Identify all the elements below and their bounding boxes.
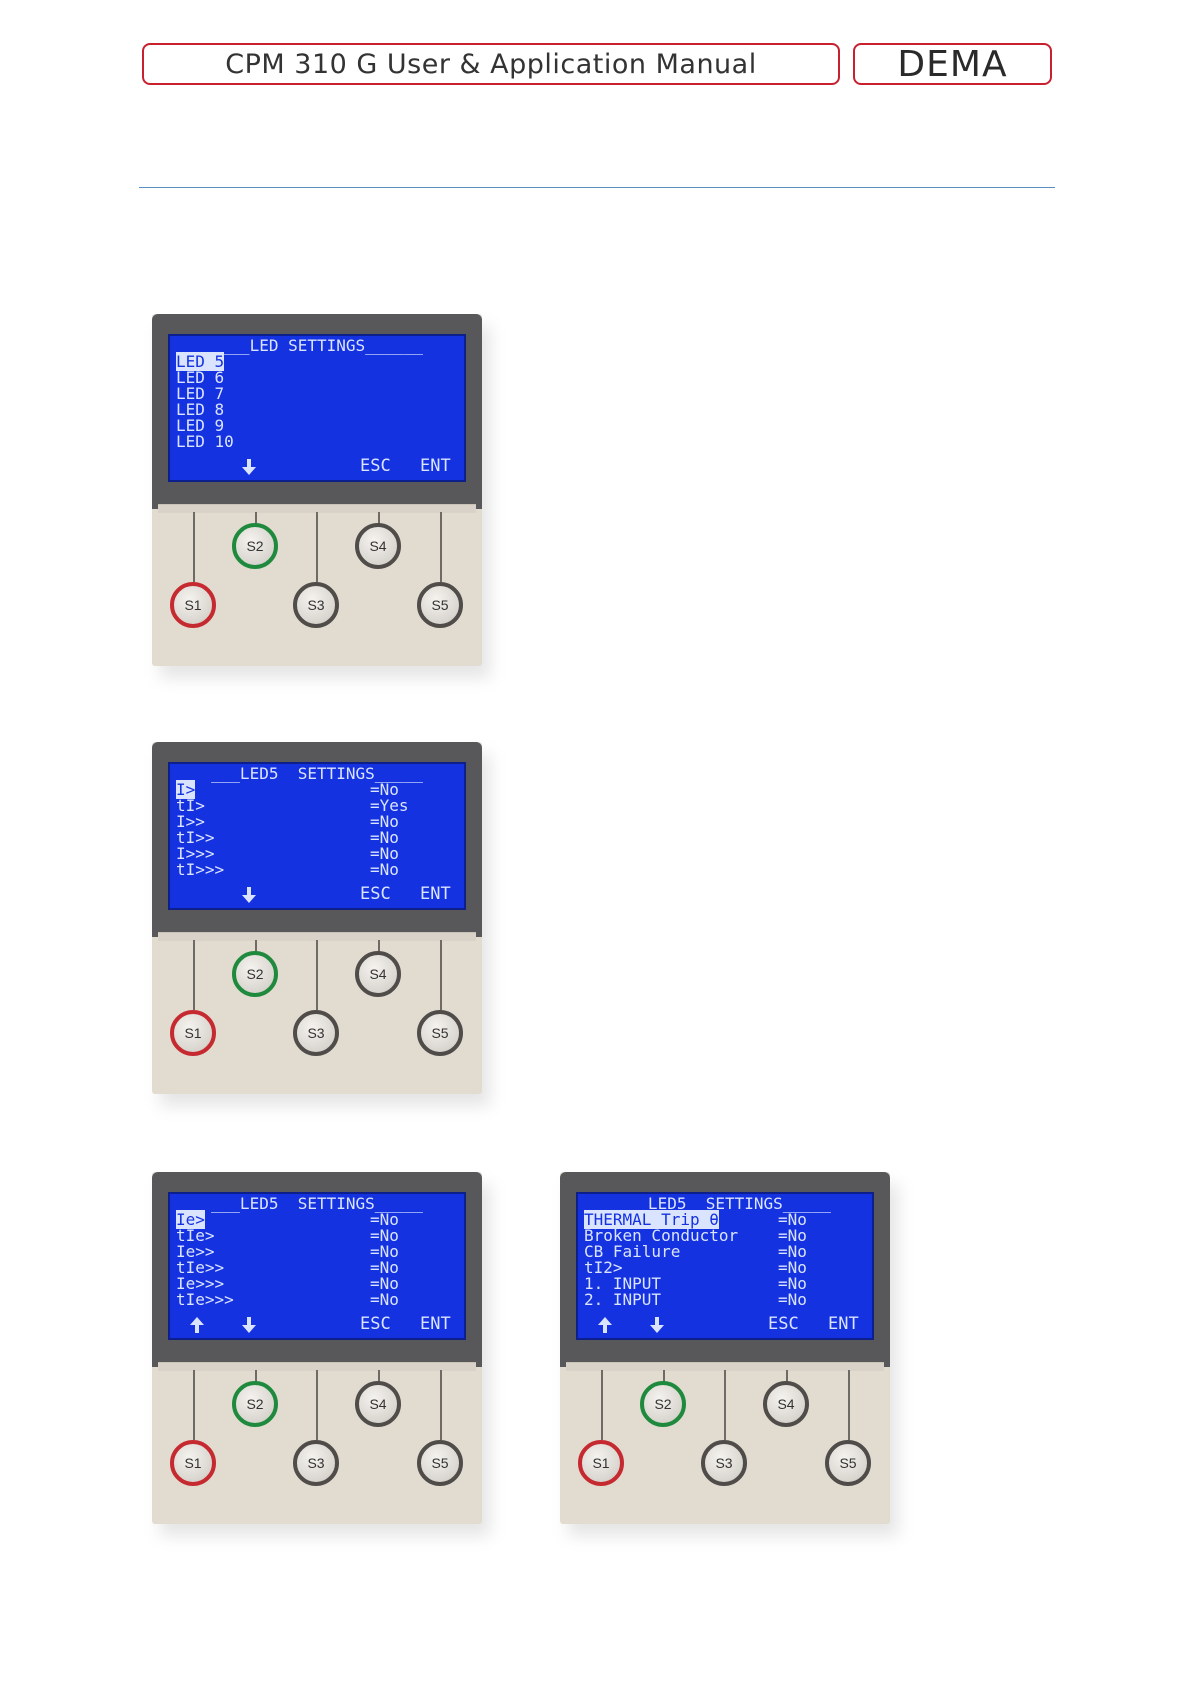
screen-title: ___LED5 SETTINGS_____ [619, 1194, 831, 1213]
setting-row[interactable]: I>=No [176, 780, 399, 799]
s4-button[interactable]: S4 [355, 951, 401, 997]
esc-softkey-label: ESC [360, 884, 391, 904]
s5-button[interactable]: S5 [417, 582, 463, 628]
s4-button[interactable]: S4 [355, 1381, 401, 1427]
setting-row[interactable]: 1. INPUT=No [584, 1274, 807, 1293]
menu-item[interactable]: LED 7 [176, 384, 225, 403]
s4-button[interactable]: S4 [763, 1381, 809, 1427]
setting-row[interactable]: CB Failure=No [584, 1242, 807, 1261]
s5-button[interactable]: S5 [417, 1440, 463, 1486]
s1-button[interactable]: S1 [170, 582, 216, 628]
menu-item[interactable]: LED 8 [176, 400, 225, 419]
setting-row[interactable]: tI>=Yes [176, 796, 409, 815]
setting-row[interactable]: Ie>>=No [176, 1242, 399, 1261]
relay-panel-led5-misc: ___LED5 SETTINGS_____ THERMAL Trip θ=No … [560, 1172, 898, 1536]
relay-panel-led5-phase: ___LED5 SETTINGS_____ I>=No tI>=Yes I>>=… [152, 742, 490, 1106]
s5-button[interactable]: S5 [417, 1010, 463, 1056]
setting-row[interactable]: Ie>=No [176, 1210, 399, 1229]
lcd-screen: ___LED5 SETTINGS_____ THERMAL Trip θ=No … [576, 1192, 874, 1340]
down-arrow-icon [650, 1317, 664, 1333]
screen-title: ____LED SETTINGS______ [211, 336, 423, 355]
lcd-screen: ___LED5 SETTINGS_____ I>=No tI>=Yes I>>=… [168, 762, 466, 910]
ent-softkey-label: ENT [828, 1314, 859, 1334]
setting-row[interactable]: tI>>>=No [176, 860, 399, 879]
key-strip [158, 932, 476, 941]
brand-logo: DEMA [853, 43, 1052, 85]
setting-row[interactable]: THERMAL Trip θ=No [584, 1210, 807, 1229]
down-arrow-icon [242, 887, 256, 903]
screen-title: ___LED5 SETTINGS_____ [211, 1194, 423, 1213]
s4-button[interactable]: S4 [355, 523, 401, 569]
s5-button[interactable]: S5 [825, 1440, 871, 1486]
esc-softkey-label: ESC [360, 1314, 391, 1334]
s2-button[interactable]: S2 [232, 951, 278, 997]
down-arrow-icon [242, 459, 256, 475]
setting-row[interactable]: tIe>=No [176, 1226, 399, 1245]
setting-row[interactable]: 2. INPUT=No [584, 1290, 807, 1309]
up-arrow-icon [190, 1317, 204, 1333]
manual-title: CPM 310 G User & Application Manual [142, 43, 840, 85]
relay-panel-led5-earth: ___LED5 SETTINGS_____ Ie>=No tIe>=No Ie>… [152, 1172, 490, 1536]
ent-softkey-label: ENT [420, 456, 451, 476]
ent-softkey-label: ENT [420, 1314, 451, 1334]
s2-button[interactable]: S2 [232, 523, 278, 569]
up-arrow-icon [598, 1317, 612, 1333]
s3-button[interactable]: S3 [701, 1440, 747, 1486]
setting-row[interactable]: Ie>>>=No [176, 1274, 399, 1293]
down-arrow-icon [242, 1317, 256, 1333]
ent-softkey-label: ENT [420, 884, 451, 904]
s1-button[interactable]: S1 [170, 1440, 216, 1486]
setting-row[interactable]: I>>=No [176, 812, 399, 831]
s3-button[interactable]: S3 [293, 1440, 339, 1486]
s3-button[interactable]: S3 [293, 582, 339, 628]
setting-row[interactable]: tIe>>=No [176, 1258, 399, 1277]
relay-panel-led-settings: ____LED SETTINGS______ LED 5 LED 6 LED 7… [152, 314, 490, 678]
setting-row[interactable]: tI2>=No [584, 1258, 807, 1277]
key-strip [158, 1362, 476, 1371]
screen-title: ___LED5 SETTINGS_____ [211, 764, 423, 783]
esc-softkey-label: ESC [360, 456, 391, 476]
lcd-screen: ___LED5 SETTINGS_____ Ie>=No tIe>=No Ie>… [168, 1192, 466, 1340]
s1-button[interactable]: S1 [578, 1440, 624, 1486]
lcd-screen: ____LED SETTINGS______ LED 5 LED 6 LED 7… [168, 334, 466, 482]
menu-item[interactable]: LED 6 [176, 368, 225, 387]
setting-row[interactable]: tIe>>>=No [176, 1290, 399, 1309]
s1-button[interactable]: S1 [170, 1010, 216, 1056]
s3-button[interactable]: S3 [293, 1010, 339, 1056]
s2-button[interactable]: S2 [640, 1381, 686, 1427]
s2-button[interactable]: S2 [232, 1381, 278, 1427]
setting-row[interactable]: I>>>=No [176, 844, 399, 863]
key-strip [566, 1362, 884, 1371]
header-divider [139, 187, 1055, 188]
esc-softkey-label: ESC [768, 1314, 799, 1334]
menu-item[interactable]: LED 10 [176, 432, 234, 451]
key-strip [158, 504, 476, 513]
setting-row[interactable]: tI>>=No [176, 828, 399, 847]
menu-item[interactable]: LED 9 [176, 416, 225, 435]
setting-row[interactable]: Broken Conductor=No [584, 1226, 807, 1245]
menu-item[interactable]: LED 5 [176, 352, 225, 371]
